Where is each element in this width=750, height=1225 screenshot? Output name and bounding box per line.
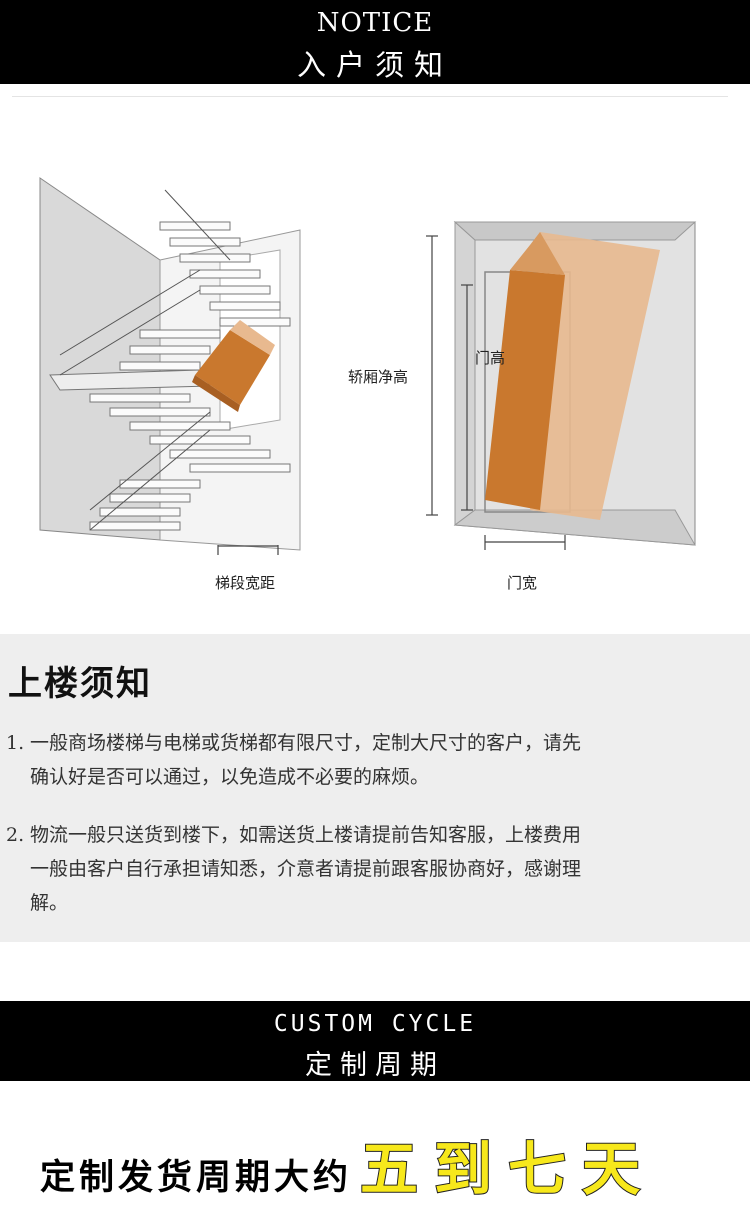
note-text-line: 物流一般只送货到楼下，如需送货上楼请提前告知客服，上楼费用 <box>30 824 582 846</box>
cycle-title-english: CUSTOM CYCLE <box>273 1011 477 1037</box>
note-text-line: 一般商场楼梯与电梯或货梯都有限尺寸，定制大尺寸的客户，请先 <box>30 732 582 754</box>
upstairs-notice-panel: 上楼须知 1.一般商场楼梯与电梯或货梯都有限尺寸，定制大尺寸的客户，请先 确认好… <box>0 634 750 942</box>
custom-cycle-banner: CUSTOM CYCLE 定制周期 <box>0 1001 750 1081</box>
divider <box>12 96 728 97</box>
car-height-label: 轿厢净高 <box>348 366 409 387</box>
door-height-label: 门高 <box>475 349 506 367</box>
elevator-drawing <box>426 220 697 550</box>
note-text-line: 一般由客户自行承担请知悉，介意者请提前跟客服协商好，感谢理 <box>30 858 582 880</box>
cycle-statement: 定制发货周期大约 五到七天 <box>40 1134 656 1206</box>
delivery-dimension-illustration <box>39 177 697 555</box>
note-item: 2.物流一般只送货到楼下，如需送货上楼请提前告知客服，上楼费用 一般由客户自行承… <box>6 818 744 920</box>
notice-banner: NOTICE 入户须知 <box>0 0 750 84</box>
cycle-duration-highlight: 五到七天 <box>359 1134 657 1204</box>
cycle-statement-prefix: 定制发货周期大约 <box>40 1158 353 1198</box>
note-text-line: 解。 <box>30 892 69 914</box>
note-number: 1. <box>6 732 25 754</box>
notice-title-chinese: 入户须知 <box>296 48 453 82</box>
cycle-title-chinese: 定制周期 <box>305 1050 445 1081</box>
note-text-line: 确认好是否可以通过，以免造成不必要的麻烦。 <box>30 766 430 788</box>
note-item: 1.一般商场楼梯与电梯或货梯都有限尺寸，定制大尺寸的客户，请先 确认好是否可以通… <box>6 726 744 794</box>
door-width-caption: 门宽 <box>507 574 538 592</box>
notice-title-english: NOTICE <box>316 8 434 38</box>
furniture-box <box>192 320 275 412</box>
note-number: 2. <box>6 824 25 846</box>
upstairs-notice-title: 上楼须知 <box>8 664 152 704</box>
staircase-drawing <box>39 177 301 555</box>
stair-width-caption: 梯段宽距 <box>215 574 276 592</box>
